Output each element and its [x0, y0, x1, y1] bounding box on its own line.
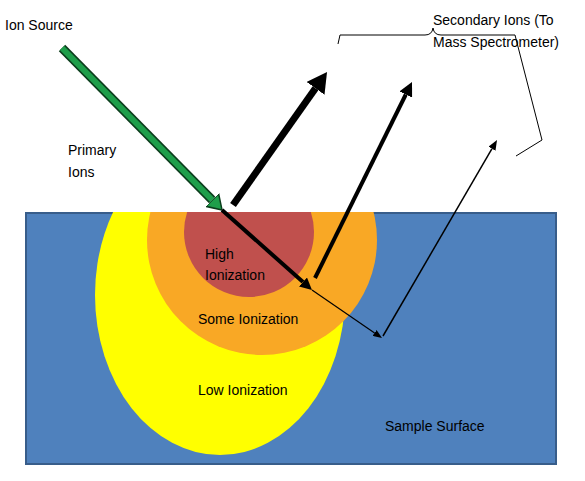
sample-block: Sample Surface Low Ionization Some Ionizat… — [25, 212, 557, 465]
ion-path-arrow — [222, 210, 303, 282]
some-ionization-zone-fill — [147, 212, 377, 355]
region-label: Some Ionization — [198, 309, 328, 330]
low-ionization-zone: Low Ionization Some Ionization High Ioniza… — [95, 212, 345, 455]
secondary-ion-arrow — [315, 95, 406, 279]
high-ionization-zone-fill — [184, 212, 314, 297]
secondary-ion-arrow — [383, 149, 492, 336]
secondary-ion-arrow — [233, 88, 316, 205]
source-label: Ion Source — [5, 14, 115, 36]
high-ionization-zone-outline — [184, 212, 314, 297]
some-ionization-zone: Some Ionization High Ionization — [147, 212, 377, 355]
ion-path-arrow — [312, 290, 375, 333]
primary-ion-arrow — [62, 48, 212, 200]
primary-beam-outline — [62, 48, 212, 200]
beam-label: Primary Ions — [68, 139, 130, 183]
high-ionization-zone: High Ionization — [184, 212, 314, 297]
secondary-ions-label: Secondary Ions (To Mass Spectrometer) — [433, 9, 573, 53]
region-label: High Ionization — [205, 244, 277, 286]
region-label: Sample Surface — [385, 416, 535, 437]
bracket — [338, 28, 542, 156]
region-label: Low Ionization — [198, 380, 328, 401]
